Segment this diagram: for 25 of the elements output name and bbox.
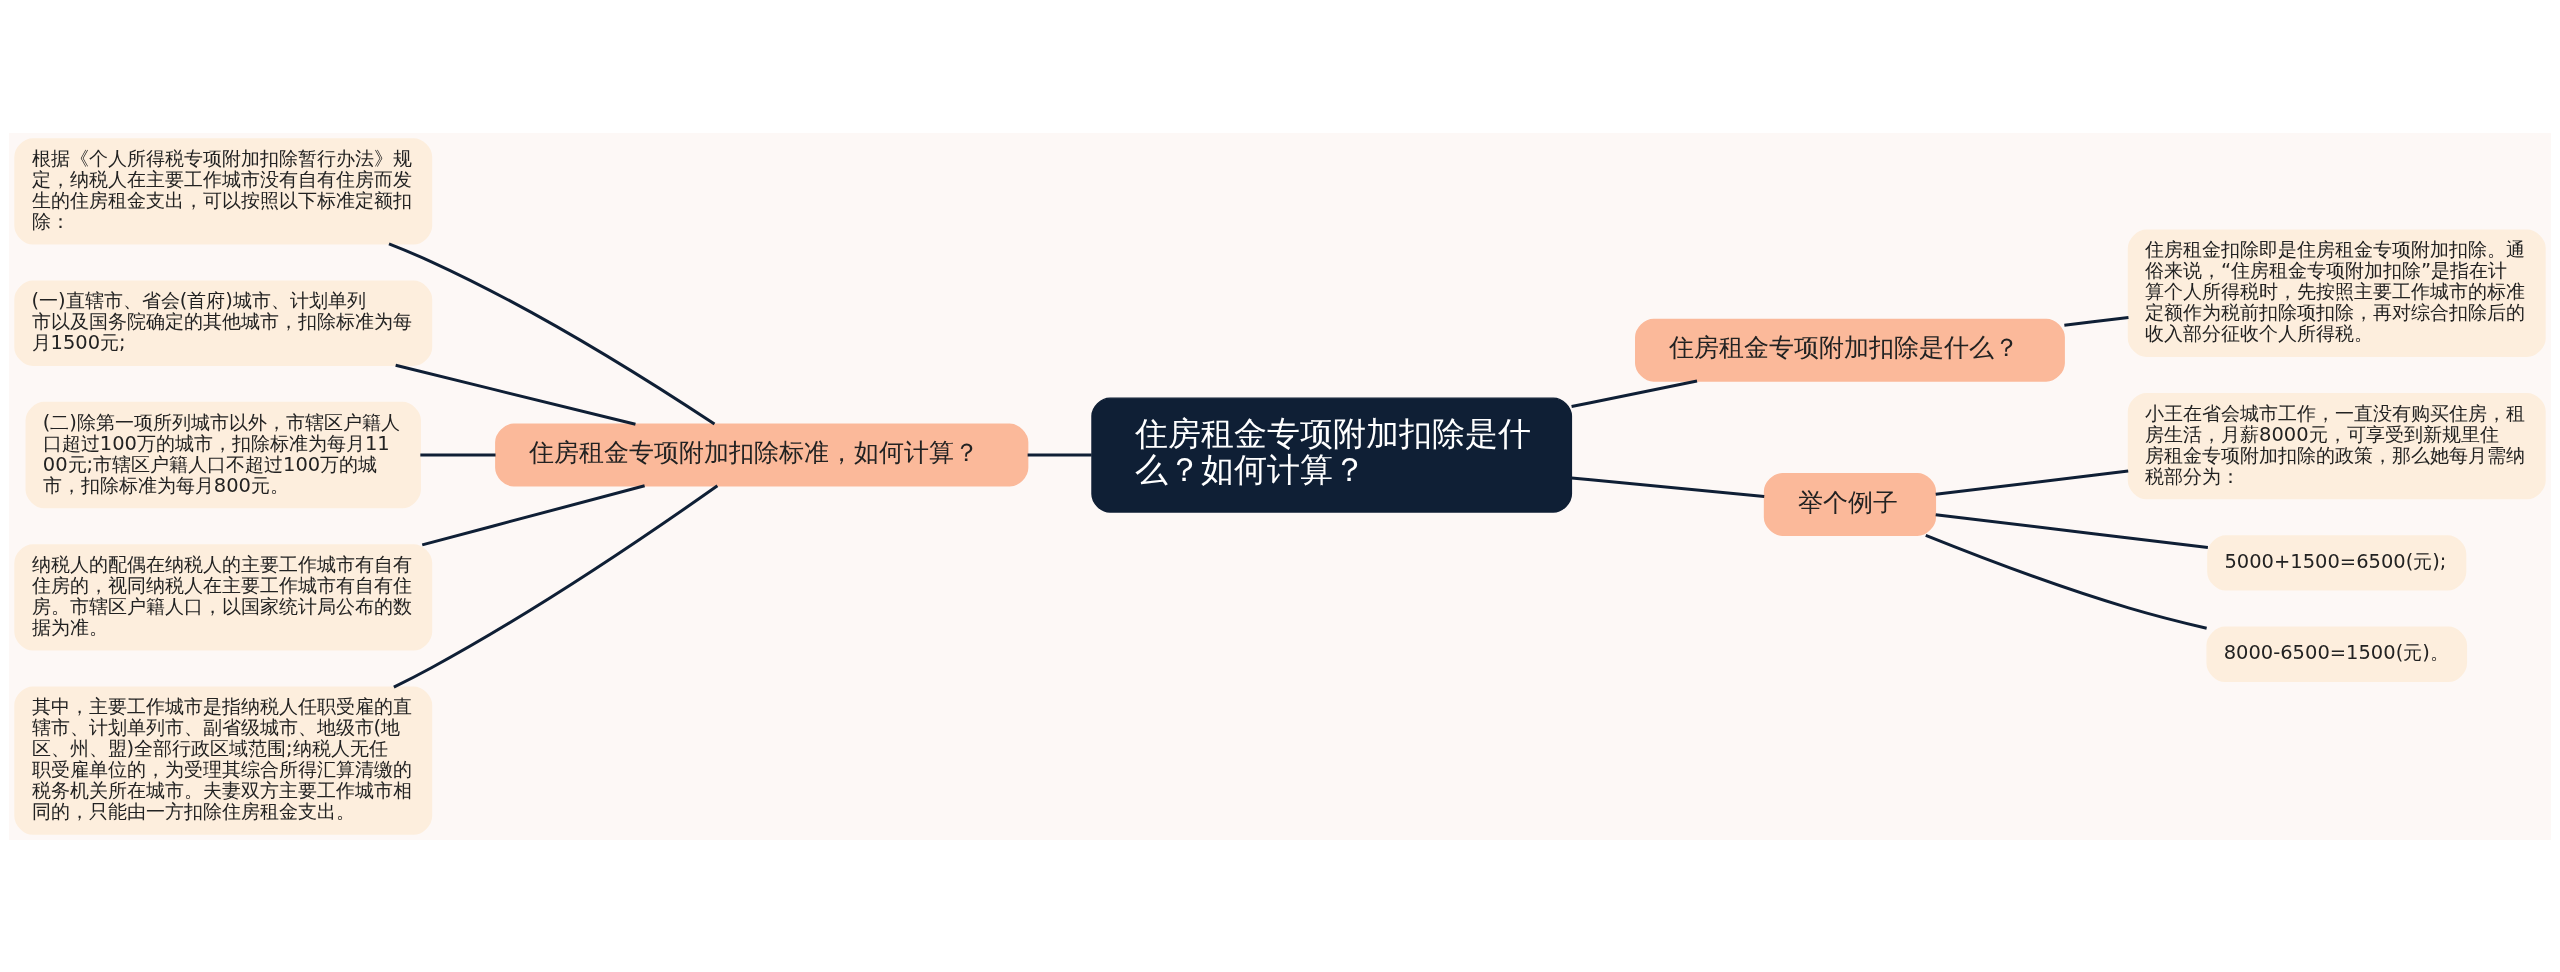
- connector: [421, 483, 645, 546]
- node-box: 根据《个人所得税专项附加扣除暂行办法》规定，纳税人在主要工作城市没有自有住房而发生的住房租金支出，可以按照以下标准定额扣除：: [14, 137, 433, 245]
- node-box: 住房租金扣除即是住房租金专项附加扣除。通俗来说，“住房租金专项附加扣除”是指在计算个人所得税时，先按照主要工作城市的标准定额作为税前扣除项扣除，再对综合扣除后的收入部分征收个人所得税。: [2127, 229, 2546, 357]
- connector: [1571, 379, 1698, 408]
- connector: [395, 363, 636, 426]
- connector: [1935, 469, 2129, 496]
- node-box: (一)直辖市、省会(首府)城市、计划单列市以及国务院确定的其他城市，扣除标准为每月1500元;: [14, 280, 433, 366]
- node-box: 5000+1500=6500(元);: [2207, 534, 2467, 591]
- connector: [393, 484, 719, 689]
- node-box: 住房租金专项附加扣除标准，如何计算？: [495, 423, 1029, 486]
- node-box: 住房租金专项附加扣除是什么？: [1635, 318, 2065, 382]
- node-box: 8000-6500=1500(元)。: [2206, 626, 2468, 682]
- connector: [1571, 475, 1765, 498]
- connector: [2064, 315, 2129, 327]
- connector: [388, 242, 716, 425]
- node-box: (二)除第一项所列城市以外，市辖区户籍人口超过100万的城市，扣除标准为每月1100元;市辖区户籍人口不超过100万的城市，扣除标准为每月800元。: [25, 401, 421, 508]
- node-box: 纳税人的配偶在纳税人的主要工作城市有自有住房的，视同纳税人在主要工作城市有自有住房。市辖区户籍人口，以国家统计局公布的数据为准。: [14, 543, 433, 650]
- node-box: 举个例子: [1763, 472, 1937, 536]
- node-box: 小王在省会城市工作，一直没有购买住房，租房生活，月薪8000元，可享受到新规里住房租金专项附加扣除的政策，那么她每月需纳税部分为：: [2127, 392, 2546, 499]
- node-box: 住房租金专项附加扣除是什么？如何计算？: [1091, 396, 1573, 513]
- connector: [1027, 453, 1092, 457]
- connector: [1925, 533, 2207, 630]
- connector: [420, 453, 496, 457]
- node-box: 其中，主要工作城市是指纳税人任职受雇的直辖市、计划单列市、副省级城市、地级市(地区、州、盟)全部行政区域范围;纳税人无任职受雇单位的，为受理其综合所得汇算清缴的税务机关所在城市。夫妻双方主要工作城市相同的，只能由一方扣除住房租金支出。: [14, 685, 433, 835]
- connector: [1935, 512, 2209, 549]
